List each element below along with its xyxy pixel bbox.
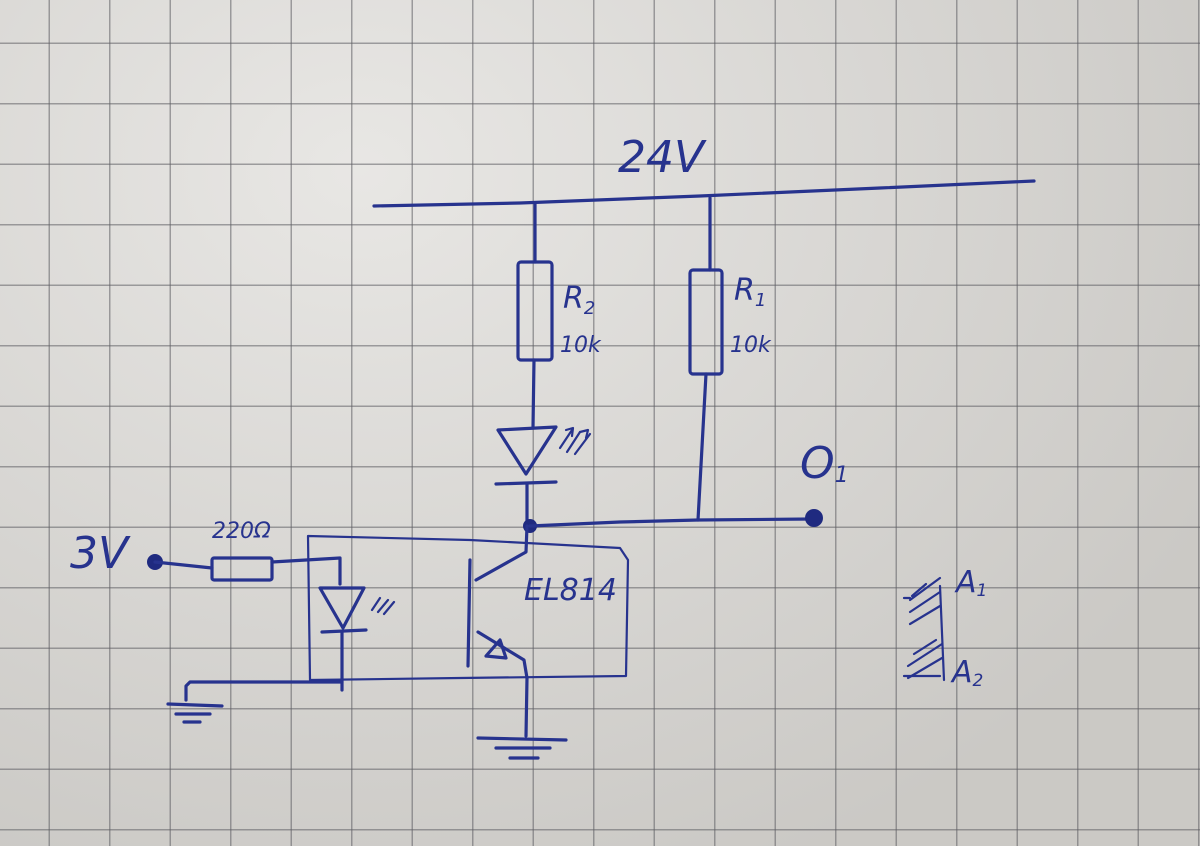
resistor-220-body (210, 556, 274, 582)
r2-name-label: R2 (563, 281, 595, 319)
terminal-markers: A1 A2 (902, 565, 987, 691)
indicator-led (494, 425, 592, 526)
r1-name-label: R1 (734, 273, 766, 311)
resistor-r1-body (688, 268, 724, 376)
input-branch: 3V 220Ω (70, 519, 342, 586)
phototransistor-base (466, 558, 472, 668)
output-terminal-dot (805, 509, 823, 527)
marker-a2-label: A2 (950, 655, 983, 691)
input-resistor-label: 220Ω (212, 519, 271, 544)
supply-voltage-label: 24V (618, 132, 707, 183)
optocoupler: EL814 (306, 524, 630, 692)
r1-branch: R1 10k (688, 196, 772, 522)
optocoupler-package-outline (306, 534, 630, 682)
input-voltage-label: 3V (70, 528, 131, 579)
marker-a1-label: A1 (954, 565, 987, 601)
emitter-arrow-icon (484, 638, 508, 660)
marker-bar (938, 584, 946, 682)
emitter-ground (476, 676, 568, 760)
output-node: O1 (523, 438, 849, 533)
led-triangle-icon (496, 425, 558, 476)
left-ground (166, 680, 344, 724)
r2-value-label: 10k (560, 333, 602, 358)
opto-led-icon (318, 586, 366, 630)
optocoupler-part-label: EL814 (524, 573, 617, 608)
resistor-r2-body (516, 260, 554, 362)
supply-rail: 24V (372, 132, 1036, 208)
r2-branch: R2 10k (516, 202, 602, 430)
output-label: O1 (800, 438, 849, 489)
r1-value-label: 10k (730, 333, 772, 358)
